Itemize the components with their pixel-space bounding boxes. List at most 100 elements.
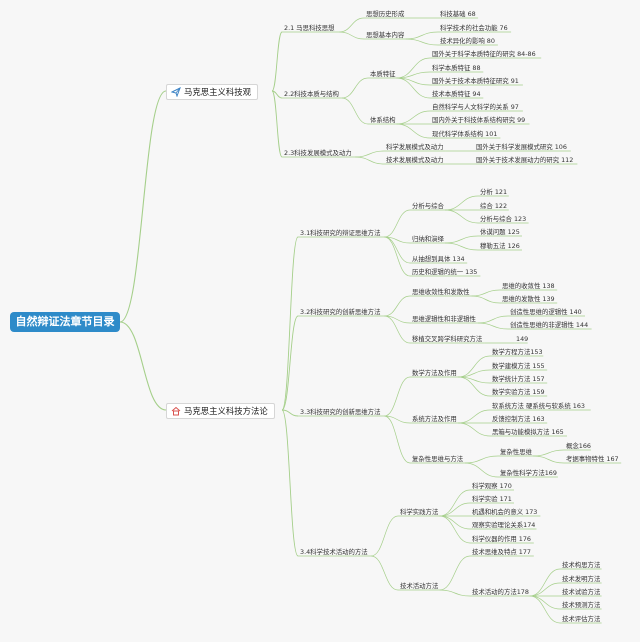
connector-line (444, 235, 479, 244)
topic-node[interactable]: 国内外关于科技体系结构研究 99 (432, 116, 526, 124)
connector-line (339, 17, 365, 33)
topic-node[interactable]: 科学发展模式及动力 (386, 143, 444, 151)
topic-node[interactable]: 思维的发散性 139 (502, 295, 555, 303)
topic-node[interactable]: 国外关于科学本质特征的研究 84-86 (432, 50, 536, 58)
topic-node[interactable]: 数学建模方法 155 (492, 362, 545, 370)
topic-node[interactable]: 2.2科技本质与结构 (284, 90, 339, 98)
connector-line (396, 123, 431, 139)
topic-node[interactable]: 穆勒五法 126 (480, 242, 520, 250)
topic-node[interactable]: 数学方程方法153 (492, 348, 543, 356)
connector-line (384, 415, 411, 424)
topic-node[interactable]: 创造性思维的非逻辑性 144 (510, 321, 589, 329)
topic-node[interactable]: 国外关于技术发展动力的研究 112 (476, 156, 574, 164)
topic-node[interactable]: 科学本质特征 88 (432, 64, 481, 72)
topic-node[interactable]: 从抽想到具体 134 (412, 255, 465, 263)
topic-node[interactable]: 技术活动方法 (400, 582, 439, 590)
topic-node[interactable]: 思维逻辑性和非逻辑性 (412, 315, 476, 323)
topic-node[interactable]: 技术发展模式及动力 (386, 156, 444, 164)
topic-node[interactable]: 技术评估方法 (562, 615, 601, 623)
topic-node[interactable]: 思维的收敛性 138 (502, 282, 555, 290)
topic-node[interactable]: 国外关于技术本质特征研究 91 (432, 77, 519, 85)
topic-node[interactable]: 归纳和演绎 (412, 235, 444, 243)
topic-node[interactable]: 技术试验方法 (562, 588, 601, 596)
connector-line (444, 195, 479, 211)
topic-node[interactable]: 软系统方法 硬系统与软系统 163 (492, 402, 585, 410)
house-icon (171, 406, 181, 416)
topic-node[interactable]: 现代科学体系结构 101 (432, 130, 498, 138)
connector-line (384, 236, 411, 277)
topic-node[interactable]: 思维收敛性和发散性 (412, 288, 470, 296)
topic-node[interactable]: 科技基础 68 (440, 10, 476, 18)
topic-node[interactable]: 休谟问题 125 (480, 228, 520, 236)
topic-node[interactable]: 3.2科技研究的创新思维方法 (300, 308, 381, 316)
topic-node[interactable]: 思想基本内容 (366, 31, 405, 39)
connector-line (405, 31, 439, 40)
topic-node[interactable]: 黑箱与功能模拟方法 165 (492, 428, 564, 436)
topic-node[interactable]: 技术发明方法 (562, 575, 601, 583)
connector-line (384, 415, 411, 464)
connector-line (384, 315, 411, 344)
connector-line (281, 236, 299, 411)
topic-node[interactable]: 分析与综合 123 (480, 215, 527, 223)
topic-node[interactable]: 技术思维及特点 177 (472, 548, 531, 556)
topic-node[interactable]: 复杂性思维 (500, 448, 532, 456)
connector-line (281, 315, 299, 411)
branch-node-marxist-methodology[interactable]: 马克思主义科技方法论 (166, 403, 275, 419)
topic-node[interactable]: 科学实践方法 (400, 508, 439, 516)
topic-node[interactable]: 科学观察 170 (472, 482, 512, 490)
topic-node[interactable]: 观察实验理论关系174 (472, 521, 536, 529)
topic-node[interactable]: 技术异化的影响 80 (440, 37, 495, 45)
topic-node[interactable]: 国外关于科学发展模式研究 106 (476, 143, 567, 151)
connector-line (271, 31, 283, 92)
topic-node[interactable]: 考据事物特性 167 (566, 455, 619, 463)
topic-node[interactable]: 2.3科技发展模式及动力 (284, 149, 352, 157)
topic-node[interactable]: 数学方法及作用 (412, 369, 457, 377)
topic-node[interactable]: 技术预测方法 (562, 601, 601, 609)
topic-node[interactable]: 2.1 马思科技思想 (284, 24, 335, 32)
connector-line (529, 568, 561, 597)
topic-node[interactable]: 复杂性科学方法169 (500, 469, 557, 477)
topic-node[interactable]: 机遇和机会的意义 173 (472, 508, 538, 516)
connector-line (341, 77, 369, 99)
connector-line (355, 150, 385, 158)
topic-node[interactable]: 数学实验方法 159 (492, 388, 545, 396)
root-node[interactable]: 自然辩证法章节目录 (10, 312, 120, 332)
paper-plane-icon (170, 86, 181, 98)
connector-line (439, 489, 471, 517)
topic-node[interactable]: 概念166 (566, 442, 591, 450)
topic-node[interactable]: 数学统计方法 157 (492, 375, 545, 383)
topic-node[interactable]: 反馈控制方法 163 (492, 415, 545, 423)
topic-node[interactable]: 历史和逻辑的统一 135 (412, 268, 478, 276)
topic-node[interactable]: 科学仪器的作用 176 (472, 535, 531, 543)
topic-node[interactable]: 复杂性思维与方法 (412, 455, 464, 463)
topic-node[interactable]: 分析 121 (480, 188, 508, 196)
connector-line (384, 236, 411, 264)
topic-node[interactable]: 技术构思方法 (562, 561, 601, 569)
topic-node[interactable]: 技术本质特征 94 (432, 90, 481, 98)
connector-line (439, 555, 471, 591)
topic-node[interactable]: 3.1科技研究的辩证思维方法 (300, 229, 381, 237)
topic-node[interactable]: 创造性思维的逻辑性 140 (510, 308, 582, 316)
topic-node[interactable]: 3.4科学技术活动的方法 (300, 548, 368, 556)
topic-node[interactable]: 体系结构 (370, 116, 396, 124)
topic-node[interactable]: 自然科学与人文科学的关系 97 (432, 103, 519, 111)
topic-node[interactable]: 本质特征 (370, 70, 396, 78)
connector-line (529, 595, 561, 624)
topic-node[interactable]: 科学技术的社会功能 76 (440, 24, 508, 32)
topic-node[interactable]: 系统方法及作用 (412, 415, 457, 423)
topic-node[interactable]: 技术活动的方法178 (472, 588, 529, 596)
topic-node[interactable]: 移植交叉跨学科研究方法 (412, 335, 483, 343)
topic-node[interactable]: 科学实验 171 (472, 495, 512, 503)
connector-line (339, 31, 365, 40)
connector-line (532, 455, 565, 464)
topic-node[interactable]: 3.3科技研究的创新思维方法 (300, 408, 381, 416)
connector-line (444, 242, 479, 251)
connector-line (464, 455, 499, 464)
topic-node[interactable]: 综合 122 (480, 202, 508, 210)
branch-node-marxist-tech-view[interactable]: 马克思主义科技观 (166, 84, 258, 100)
topic-node[interactable]: 149 (516, 335, 529, 343)
topic-node[interactable]: 分析与综合 (412, 202, 444, 210)
topic-node[interactable]: 思想历史形成 (366, 10, 405, 18)
connector-line (532, 449, 565, 457)
